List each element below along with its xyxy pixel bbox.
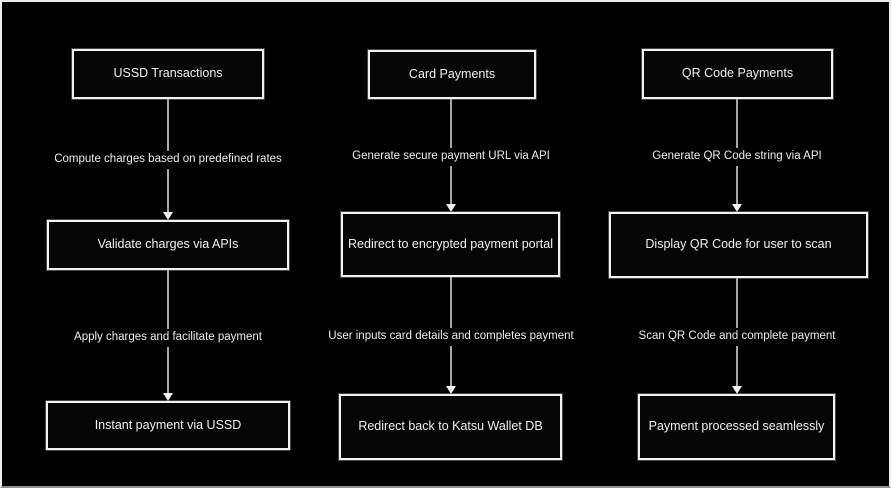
node-payment-processed: Payment processed seamlessly [638, 394, 835, 460]
node-qr-code-payments: QR Code Payments [642, 49, 833, 99]
edge-label: Scan QR Code and complete payment [633, 328, 841, 346]
node-label: Payment processed seamlessly [648, 419, 825, 434]
node-display-qr-code: Display QR Code for user to scan [609, 212, 868, 278]
node-redirect-payment-portal: Redirect to encrypted payment portal [341, 212, 560, 277]
node-label: Validate charges via APIs [97, 237, 239, 252]
edge-label: Apply charges and facilitate payment [69, 329, 267, 347]
arrowhead-down-icon [732, 386, 742, 394]
node-label: QR Code Payments [681, 66, 794, 81]
node-label: Display QR Code for user to scan [645, 237, 832, 252]
node-card-payments: Card Payments [368, 50, 536, 99]
node-redirect-katsu-wallet: Redirect back to Katsu Wallet DB [339, 394, 562, 460]
node-label: Redirect to encrypted payment portal [348, 236, 553, 251]
edge-label: User inputs card details and completes p… [323, 328, 579, 346]
node-label: Card Payments [408, 66, 496, 81]
node-validate-charges: Validate charges via APIs [47, 220, 289, 270]
node-instant-payment-ussd: Instant payment via USSD [46, 401, 290, 450]
arrowhead-down-icon [446, 386, 456, 394]
arrowhead-down-icon [163, 393, 173, 401]
edge-label: Generate QR Code string via API [647, 148, 827, 166]
arrowhead-down-icon [163, 212, 173, 220]
edge-label: Generate secure payment URL via API [347, 148, 555, 166]
node-label: Redirect back to Katsu Wallet DB [358, 419, 543, 434]
node-label: Instant payment via USSD [94, 417, 242, 432]
node-ussd-transactions: USSD Transactions [72, 49, 264, 99]
arrowhead-down-icon [732, 204, 742, 212]
node-label: USSD Transactions [113, 66, 223, 81]
arrowhead-down-icon [446, 204, 456, 212]
edge-label: Compute charges based on predefined rate… [49, 151, 287, 169]
